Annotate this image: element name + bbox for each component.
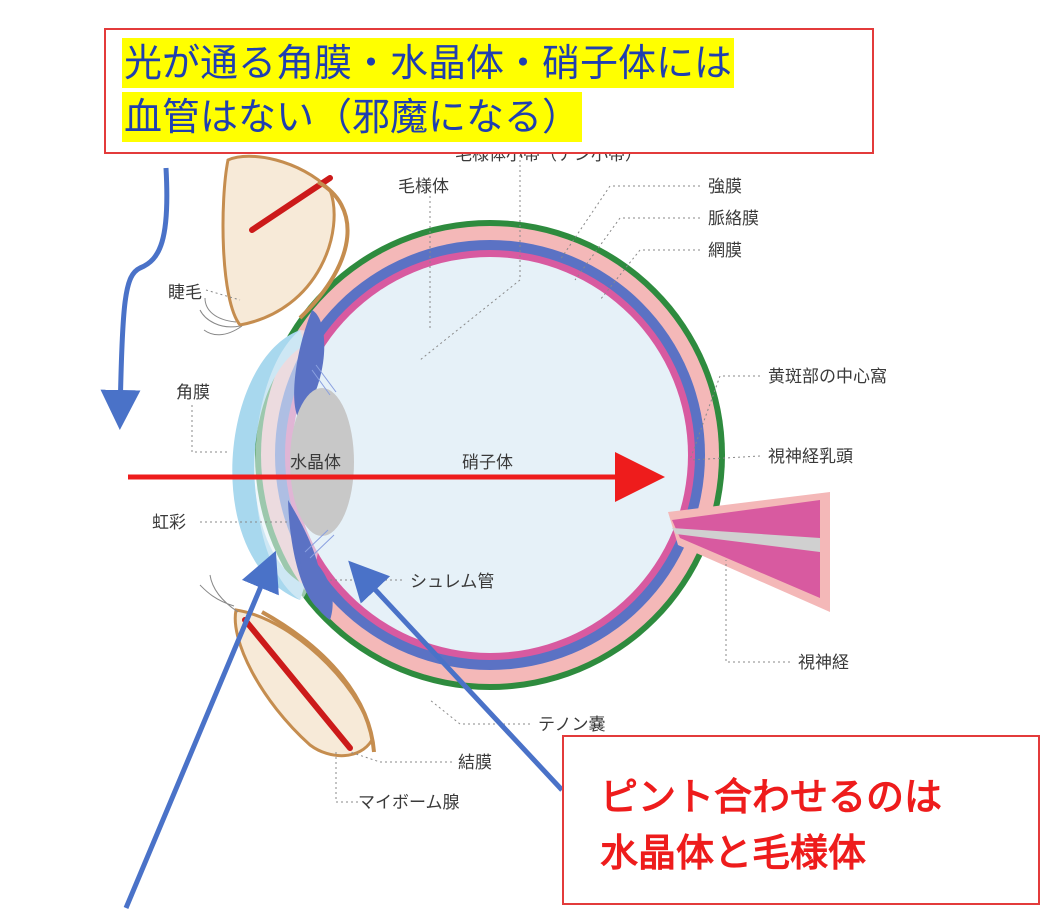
labels: 毛様体小帯（チン小帯） 毛様体 強膜 脈絡膜 網膜 睫毛 角膜 黄斑部の中心窩 … [152, 145, 887, 813]
lower-eyelid [199, 574, 376, 758]
tenon-label: テノン嚢 [538, 715, 606, 735]
fovea-label: 黄斑部の中心窩 [768, 367, 887, 387]
optic-nerve-shape [668, 492, 830, 612]
schlemm-label: シュレム管 [410, 572, 494, 592]
blue-arrow-top [100, 167, 170, 430]
lens [290, 388, 354, 536]
meibomian-label: マイボーム腺 [358, 793, 460, 813]
conjunctiva-label: 結膜 [458, 753, 492, 773]
leader-lines [191, 155, 790, 803]
bottom-callout-box: ピント合わせるのは 水晶体と毛様体 [562, 735, 1040, 905]
ciliary-body-upper [294, 310, 325, 420]
iris-label: 虹彩 [152, 513, 186, 533]
optic-disc-label: 視神経乳頭 [768, 447, 853, 467]
ciliary-body-label: 毛様体 [398, 177, 449, 197]
vitreous-body [292, 257, 688, 653]
choroid-label: 脈絡膜 [708, 209, 759, 229]
vitreous-label: 硝子体 [462, 453, 513, 473]
lens-label: 水晶体 [290, 453, 341, 473]
top-callout-line-2: 血管はない（邪魔になる） [122, 92, 583, 142]
top-callout-box: 光が通る角膜・水晶体・硝子体には 血管はない（邪魔になる） [104, 28, 874, 154]
sclera-label: 強膜 [708, 177, 742, 197]
zonule-fibers [304, 364, 337, 559]
cornea-label: 角膜 [176, 383, 210, 403]
blue-arrow-to-ciliary [348, 560, 564, 792]
bottom-callout-line-2: 水晶体と毛様体 [600, 831, 867, 875]
upper-eyelid [199, 154, 350, 336]
top-callout-line-1: 光が通る角膜・水晶体・硝子体には [122, 38, 735, 88]
optic-nerve-label: 視神経 [798, 653, 849, 673]
blue-arrow-lower-left [123, 550, 279, 909]
cornea [232, 330, 305, 600]
iris-lower [300, 550, 333, 620]
retina-label: 網膜 [708, 241, 742, 261]
bottom-callout-line-1: ピント合わせるのは [600, 775, 943, 819]
eyelash-label: 睫毛 [168, 283, 202, 303]
